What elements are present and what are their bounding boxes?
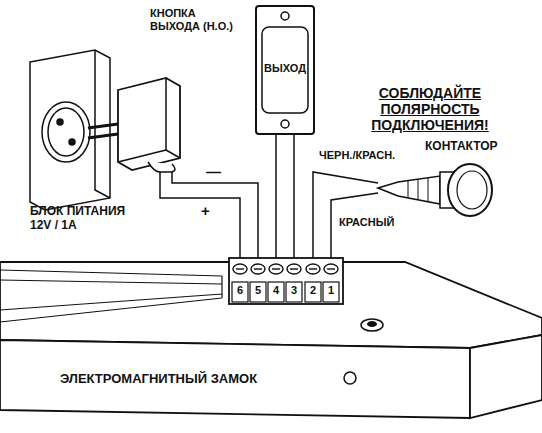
drawing-stroke: [250, 282, 266, 302]
drawing-stroke: [233, 264, 247, 274]
drawing-stroke: [324, 264, 338, 274]
wire-label: —: [205, 163, 222, 180]
magnetic-lock: ЭЛЕКТРОМАГНИТНЫЙ ЗАМОК: [0, 258, 542, 433]
drawing-stroke: [287, 264, 301, 274]
plug-prong: [88, 124, 118, 138]
drawing-stroke: [148, 162, 175, 172]
drawing-stroke: [309, 268, 317, 269]
drawing-stroke: [229, 258, 343, 304]
button-text: ВЫХОД: [262, 62, 308, 75]
terminal-number: 6: [233, 284, 247, 297]
terminal-number: 4: [269, 284, 283, 297]
drawing-stroke: [256, 6, 314, 134]
drawing-stroke: [232, 282, 248, 302]
magnetic-lock-outline: [0, 258, 542, 433]
drawing-stroke: [367, 321, 377, 327]
power-caption: БЛОК ПИТАНИЯ 12V / 1A: [30, 205, 140, 233]
contactor-caption: КОНТАКТОР: [425, 140, 498, 154]
drawing-stroke: [0, 270, 222, 322]
exit-button: КНОПКА ВЫХОДА (Н.О.)ВЫХОД: [255, 5, 315, 135]
polarity-note: СОБЛЮДАЙТЕ ПОЛЯРНОСТЬ ПОДКЛЮЧЕНИЯ!: [360, 85, 500, 133]
wire: [160, 172, 240, 258]
drawing-stroke: [118, 78, 180, 162]
drawing-stroke: [470, 335, 542, 418]
drawing-stroke: [378, 176, 440, 204]
terminal-number: 5: [251, 284, 265, 297]
drawing-stroke: [236, 268, 244, 269]
wire-label: +: [200, 202, 211, 219]
drawing-stroke: [272, 268, 280, 269]
wire-label: ЧЕРН./КРАСН.: [318, 149, 396, 162]
wall-socket: [30, 50, 118, 210]
drawing-stroke: [281, 12, 289, 20]
drawing-stroke: [408, 178, 428, 202]
drawing-stroke: [262, 27, 308, 113]
drawing-stroke: [361, 319, 383, 331]
drawing-stroke: [254, 268, 262, 269]
drawing-stroke: [457, 171, 487, 209]
button-caption: КНОПКА ВЫХОДА (Н.О.): [150, 7, 242, 32]
drawing-stroke: [268, 282, 284, 302]
terminal-number: 2: [306, 284, 320, 297]
drawing-stroke: [251, 264, 265, 274]
wire-label: КРАСНЫЙ: [338, 216, 395, 229]
contactor: КОНТАКТОР: [378, 158, 493, 216]
drawing-stroke: [269, 264, 283, 274]
socket-cup: [42, 102, 90, 162]
lock-caption: ЭЛЕКТРОМАГНИТНЫЙ ЗАМОК: [60, 372, 257, 387]
contactor-outline: [378, 158, 493, 216]
wire: [293, 135, 295, 258]
drawing-stroke: [286, 282, 302, 302]
drawing-stroke: [305, 282, 321, 302]
drawing-stroke: [0, 340, 470, 418]
drawing-stroke: [290, 268, 298, 269]
socket-inner: [48, 108, 84, 156]
terminal-number: 3: [287, 284, 301, 297]
drawing-stroke: [323, 282, 339, 302]
socket-hole: [57, 119, 63, 125]
drawing-stroke: [118, 78, 180, 170]
drawing-stroke: [281, 120, 289, 128]
drawing-stroke: [306, 264, 320, 274]
drawing-stroke: [344, 372, 356, 384]
power-supply: БЛОК ПИТАНИЯ 12V / 1A: [108, 72, 183, 172]
wire: [172, 172, 258, 258]
drawing-stroke: [232, 264, 339, 302]
socket-hole: [69, 139, 75, 145]
socket-plate: [30, 50, 110, 210]
wire: [275, 135, 277, 258]
drawing-stroke: [327, 268, 335, 269]
wire: [313, 172, 378, 258]
terminal-number: 1: [324, 284, 338, 297]
drawing-stroke: [448, 164, 492, 216]
power-supply-outline: [108, 72, 183, 172]
